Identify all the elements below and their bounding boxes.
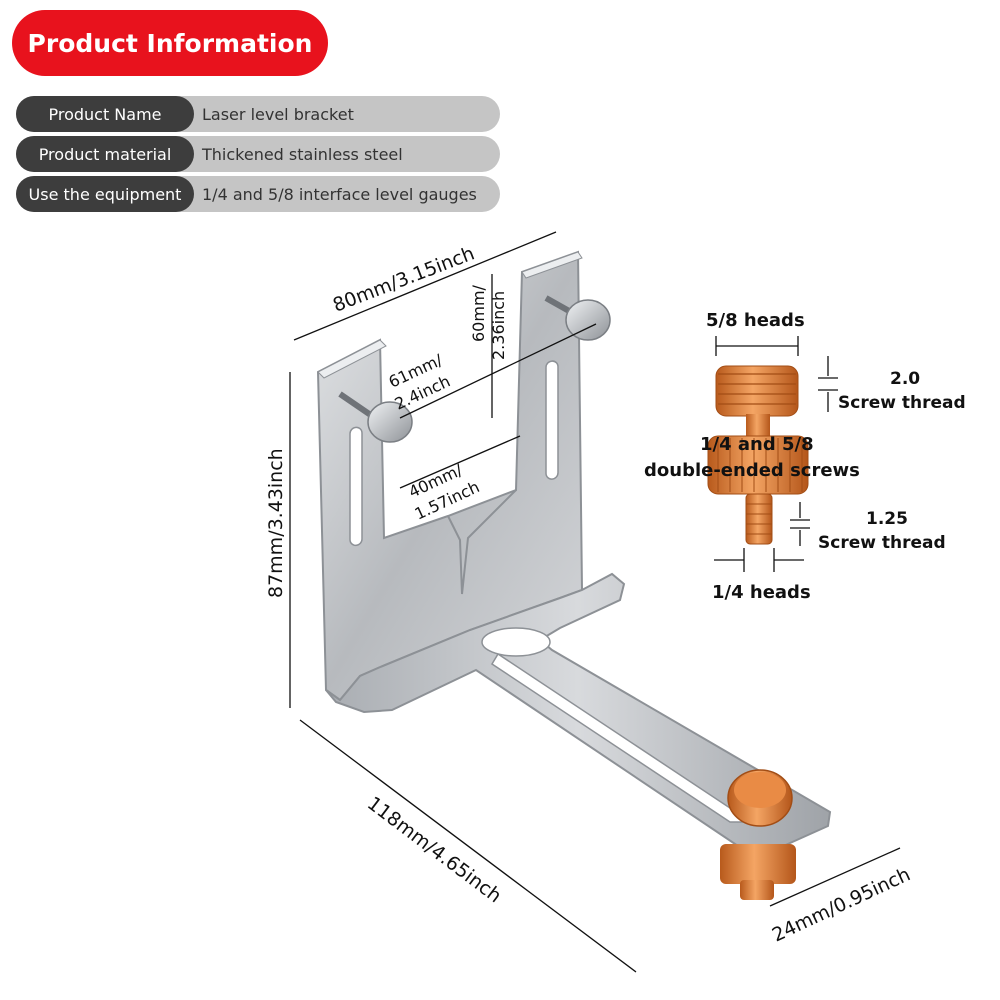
dimension-lines	[289, 231, 901, 973]
page-title: Product Information	[12, 10, 328, 76]
info-value: Thickened stainless steel	[202, 144, 403, 164]
info-label: Product material	[16, 136, 194, 172]
info-value: Laser level bracket	[202, 104, 354, 124]
screw-bottom-thread-label: Screw thread	[818, 533, 946, 553]
info-row-material: Product material Thickened stainless ste…	[16, 136, 500, 172]
screw-name-line1: 1/4 and 5/8	[700, 434, 814, 455]
screw-bottom-heads-label: 1/4 heads	[712, 582, 811, 603]
screw-image	[707, 365, 809, 545]
screw-name-line2: double-ended screws	[644, 460, 860, 481]
dim-slot-depth-1: 60mm/	[469, 284, 488, 342]
info-label: Use the equipment	[16, 176, 194, 212]
bracket-image	[316, 250, 832, 900]
screw-bottom-thread-value: 1.25	[866, 509, 908, 529]
dim-top-width: 80mm/3.15inch	[330, 242, 478, 316]
screw-dimension-markers	[714, 336, 838, 572]
info-label: Product Name	[16, 96, 194, 132]
dim-slot-depth-2: 2.36inch	[489, 291, 508, 360]
dim-height: 87mm/3.43inch	[265, 448, 287, 598]
screw-top-thread-label: Screw thread	[838, 393, 966, 413]
dim-base-length: 118mm/4.65inch	[363, 792, 505, 907]
info-row-product-name: Product Name Laser level bracket	[16, 96, 500, 132]
info-value: 1/4 and 5/8 interface level gauges	[202, 184, 477, 204]
info-row-equipment: Use the equipment 1/4 and 5/8 interface …	[16, 176, 500, 212]
screw-top-heads-label: 5/8 heads	[706, 310, 805, 331]
screw-top-thread-value: 2.0	[890, 369, 920, 389]
